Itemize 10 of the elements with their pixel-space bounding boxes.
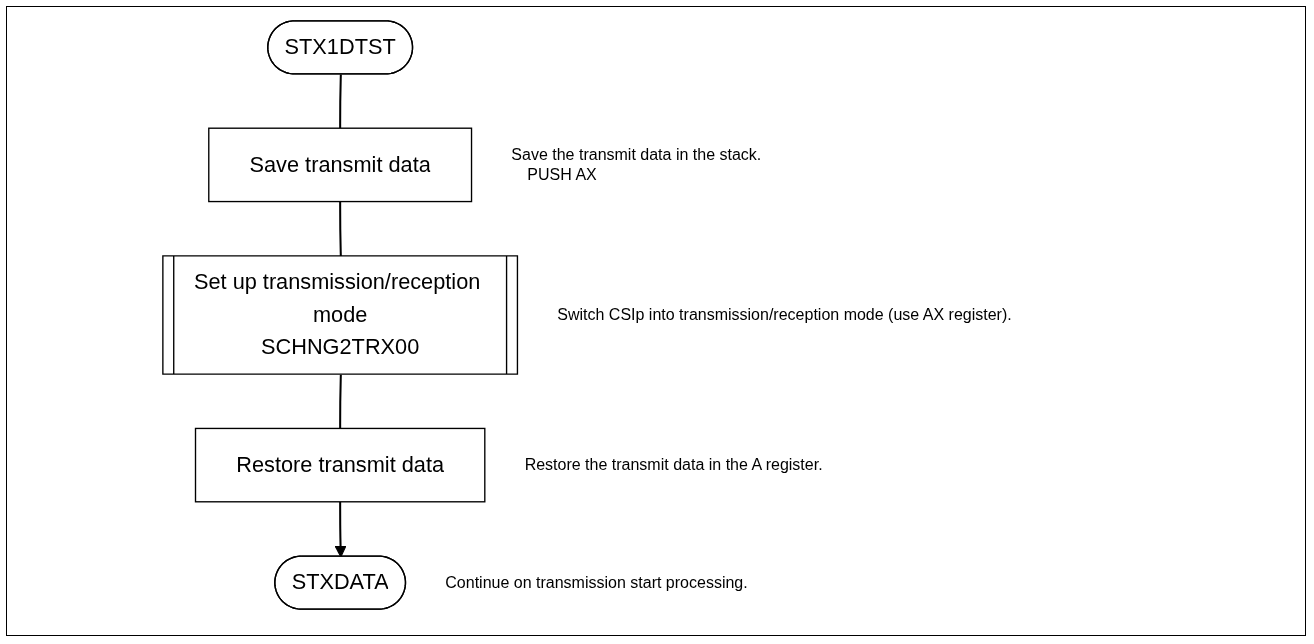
annotation-text: Save the transmit data in the stack. [511, 144, 763, 165]
connector [339, 374, 342, 429]
code-text: PUSH AX [526, 164, 598, 185]
annotation-text: Continue on transmission start processing. [445, 572, 749, 593]
node-box: Restore transmit data [194, 427, 486, 503]
annotation-text: Restore the transmit data in the A register. [524, 455, 824, 476]
annotation-text: Switch CSIp into transmission/reception mode (use AX register). [557, 305, 1013, 325]
arrow [334, 501, 347, 558]
connector [339, 74, 342, 129]
node-box: Save transmit data [207, 127, 473, 203]
